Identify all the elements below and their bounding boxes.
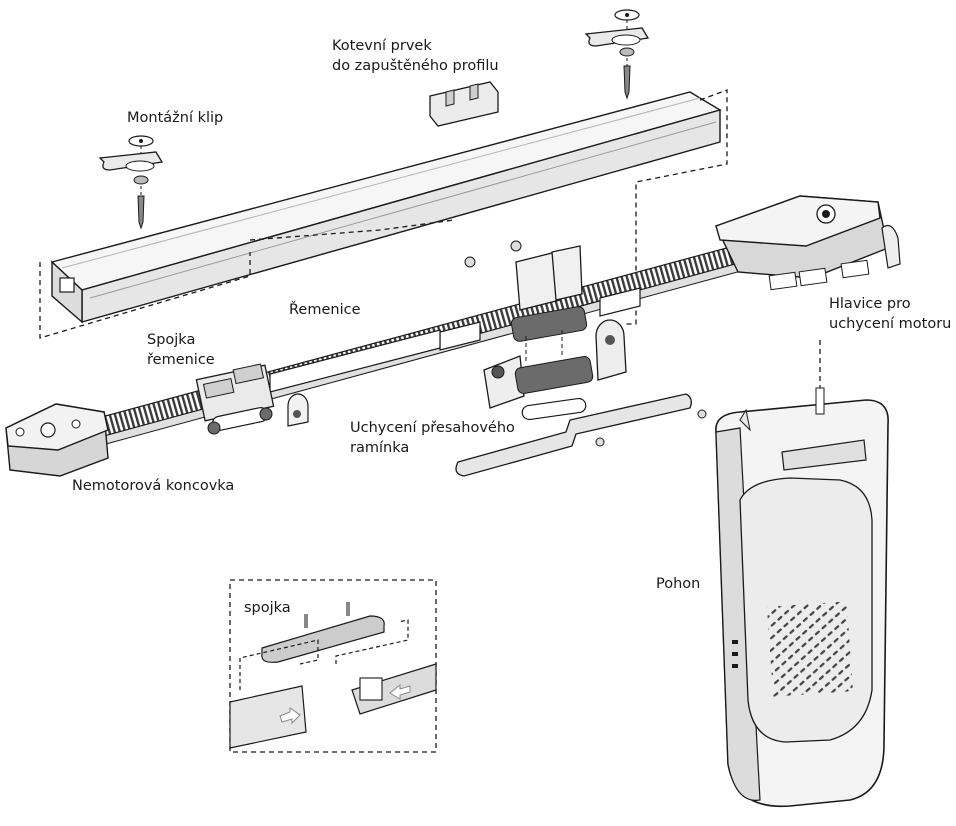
mounting-clip-label: Montážní klip (127, 110, 224, 126)
anchor-label-line2: do zapuštěného profilu (332, 58, 499, 74)
belt-coupling-label-line2: řemenice (147, 352, 215, 368)
carriage-parts (464, 240, 627, 409)
anchor-part (429, 81, 499, 127)
anchor-label-line1: Kotevní prvek (332, 38, 432, 54)
anchor-label: Kotevní prvek do zapuštěného profilu (332, 36, 499, 76)
belt-coupling-label: Spojka řemenice (147, 330, 215, 370)
rail-profile (50, 91, 722, 324)
overlap-arm-label: Uchycení přesahového ramínka (350, 418, 515, 458)
motor-head-label-line2: uchycení motoru (829, 316, 952, 332)
mounting-clip-part (98, 135, 164, 230)
drive-label: Pohon (656, 576, 701, 592)
motor-head-part (715, 195, 901, 291)
end-cap-label: Nemotorová koncovka (72, 478, 235, 494)
drive-part (715, 387, 889, 808)
belt-coupling-label-line1: Spojka (147, 332, 196, 348)
motor-head-label-line1: Hlavice pro (829, 296, 911, 312)
connector-label: spojka (244, 600, 291, 616)
overlap-arm-label-line2: ramínka (350, 440, 410, 456)
mounting-clip-part-top (584, 9, 650, 100)
belt-coupling-part (195, 363, 309, 435)
belt-label: Řemenice (289, 302, 361, 318)
end-cap-part (5, 403, 109, 477)
overlap-arm-part (455, 393, 707, 477)
overlap-arm-label-line1: Uchycení přesahového (350, 420, 515, 436)
inset-connector (229, 579, 437, 753)
motor-head-label: Hlavice pro uchycení motoru (829, 294, 951, 334)
